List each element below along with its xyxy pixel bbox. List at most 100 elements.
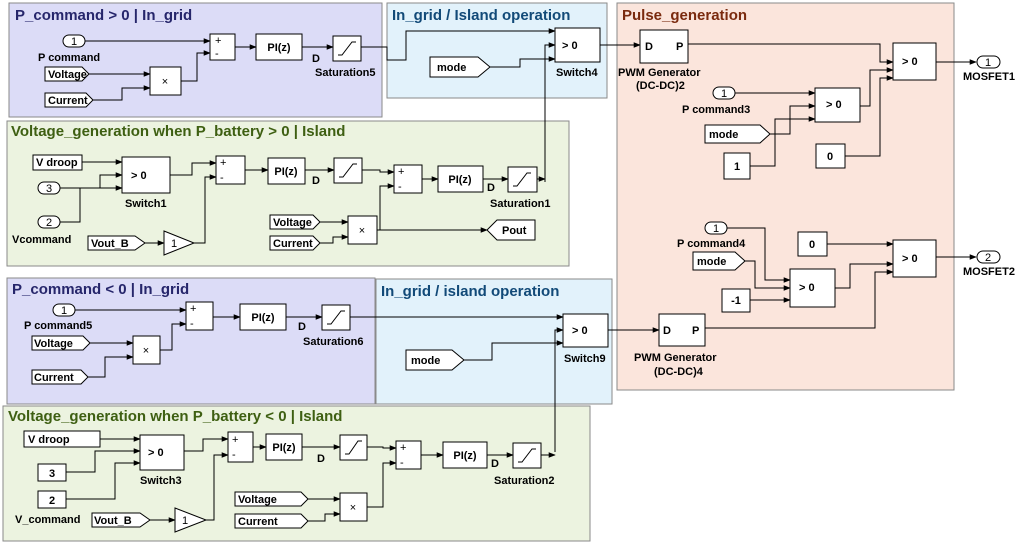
saturation-b[interactable] — [339, 434, 368, 461]
saturation5[interactable]: Saturation5 — [315, 35, 376, 79]
pwm-generator-2[interactable]: D P PWM Generator (DC-DC)2 — [618, 29, 701, 92]
svg-text:PI(z): PI(z) — [272, 442, 296, 454]
svg-text:Current: Current — [48, 95, 88, 107]
svg-text:mode: mode — [709, 129, 738, 141]
sum-6[interactable]: + - — [395, 440, 422, 470]
pi-controller-4[interactable]: PI(z) D — [239, 303, 306, 333]
svg-text:P command4: P command4 — [677, 238, 746, 250]
svg-text:V droop: V droop — [28, 434, 70, 446]
switch4[interactable]: > 0 Switch4 — [554, 27, 601, 79]
switch-mosfet1[interactable]: > 0 — [892, 42, 937, 81]
from-vout-b-2[interactable]: Vout_B — [91, 512, 151, 528]
inport-p-command4[interactable]: 1 P command4 — [677, 221, 746, 250]
product-1[interactable]: × — [149, 66, 182, 96]
outport-mosfet2[interactable]: 2 MOSFET2 — [963, 250, 1015, 278]
svg-text:D: D — [487, 182, 495, 194]
svg-text:PI(z): PI(z) — [251, 312, 275, 324]
gain-1[interactable]: 1 — [163, 230, 196, 256]
from-current-4[interactable]: Current — [234, 513, 309, 529]
region-title: P_command > 0 | In_grid — [15, 7, 192, 24]
svg-text:mode: mode — [697, 256, 726, 268]
svg-text:Current: Current — [34, 372, 74, 384]
pi-controller-5[interactable]: PI(z) D — [265, 433, 325, 465]
region-title: In_grid / island operation — [381, 283, 559, 300]
sum-4[interactable]: + - — [185, 301, 214, 331]
svg-text:-: - — [220, 172, 224, 184]
svg-text:+: + — [190, 303, 196, 315]
svg-text:×: × — [350, 502, 356, 514]
svg-text:V droop: V droop — [36, 157, 78, 169]
svg-text:Saturation2: Saturation2 — [494, 475, 555, 487]
inport-p-command3[interactable]: 1 P command3 — [682, 86, 750, 116]
sum-3[interactable]: + - — [393, 164, 423, 194]
svg-text:D: D — [663, 325, 671, 337]
svg-text:-: - — [400, 457, 404, 469]
product-4[interactable]: × — [339, 492, 368, 522]
from-current-3[interactable]: Current — [31, 369, 89, 385]
from-voltage-2[interactable]: Voltage — [269, 214, 321, 230]
svg-text:D: D — [491, 458, 499, 470]
svg-text:P command5: P command5 — [24, 320, 92, 332]
svg-text:-: - — [232, 449, 236, 461]
switch-mosfet2[interactable]: > 0 — [892, 239, 937, 278]
sum-1[interactable]: + - — [209, 33, 236, 61]
svg-text:Current: Current — [273, 238, 313, 250]
product-2[interactable]: × — [347, 215, 378, 245]
from-voltage-1[interactable]: Voltage — [44, 66, 90, 82]
sum-5[interactable]: + - — [227, 431, 254, 463]
constant-3[interactable]: 3 — [37, 463, 67, 482]
constant-1[interactable]: 1 — [723, 152, 751, 180]
svg-text:2: 2 — [49, 495, 55, 507]
pi-controller-6[interactable]: PI(z) D — [442, 441, 499, 470]
from-current-1[interactable]: Current — [44, 92, 94, 108]
inport-3[interactable]: 3 — [37, 181, 61, 195]
switch-p3[interactable]: > 0 — [814, 87, 861, 123]
from-voltage-3[interactable]: Voltage — [31, 335, 91, 351]
switch3[interactable]: > 0 Switch3 — [139, 434, 185, 487]
product-3[interactable]: × — [132, 335, 161, 365]
svg-text:+: + — [400, 442, 406, 454]
inport-p-command5[interactable]: 1 P command5 — [24, 303, 92, 332]
svg-text:1: 1 — [61, 305, 67, 317]
pi-controller-1[interactable]: PI(z) D — [255, 33, 320, 65]
switch9[interactable]: > 0 Switch9 — [562, 313, 609, 365]
svg-text:Switch9: Switch9 — [564, 353, 606, 365]
constant-2[interactable]: 2 V_command — [15, 490, 80, 526]
svg-text:D: D — [317, 453, 325, 465]
outport-mosfet1[interactable]: 1 MOSFET1 — [963, 55, 1015, 83]
inport-vcommand[interactable]: 2 Vcommand — [12, 215, 71, 246]
constant-0-a[interactable]: 0 — [815, 143, 846, 169]
pi-controller-2[interactable]: PI(z) D — [267, 157, 320, 187]
saturation-a[interactable] — [333, 157, 363, 184]
from-current-2[interactable]: Current — [269, 235, 321, 251]
svg-text:+: + — [215, 35, 221, 47]
signal-wires — [60, 28, 977, 523]
from-mode-3[interactable]: mode — [704, 124, 771, 144]
from-mode-4[interactable]: mode — [692, 251, 746, 271]
svg-text:1: 1 — [713, 223, 719, 235]
pi-controller-3[interactable]: PI(z) D — [437, 165, 495, 194]
inport-p-command[interactable]: 1 P command — [38, 34, 100, 64]
svg-text:> 0: > 0 — [826, 99, 842, 111]
saturation2[interactable]: Saturation2 — [494, 442, 555, 487]
svg-text:Switch3: Switch3 — [140, 475, 182, 487]
goto-pout[interactable]: Pout — [486, 219, 536, 241]
from-voltage-4[interactable]: Voltage — [234, 491, 309, 507]
svg-text:-1: -1 — [731, 295, 741, 307]
from-mode-1[interactable]: mode — [429, 56, 491, 78]
saturation1[interactable]: Saturation1 — [490, 166, 551, 210]
svg-text:PI(z): PI(z) — [267, 42, 291, 54]
pwm-generator-4[interactable]: D P PWM Generator (DC-DC)4 — [634, 313, 717, 378]
from-vout-b-1[interactable]: Vout_B — [87, 235, 146, 251]
constant-neg1[interactable]: -1 — [721, 288, 751, 313]
sum-2[interactable]: + - — [215, 155, 246, 185]
svg-text:1: 1 — [985, 57, 991, 69]
from-mode-2[interactable]: mode — [405, 349, 465, 371]
from-v-droop-1[interactable]: V droop — [32, 154, 83, 171]
switch1[interactable]: > 0 Switch1 — [121, 156, 171, 210]
switch-p4[interactable]: > 0 — [789, 268, 836, 308]
saturation6[interactable]: Saturation6 — [303, 304, 364, 348]
from-v-droop-2[interactable]: V droop — [23, 430, 101, 448]
gain-2[interactable]: 1 — [174, 507, 208, 533]
constant-0-b[interactable]: 0 — [797, 231, 828, 257]
